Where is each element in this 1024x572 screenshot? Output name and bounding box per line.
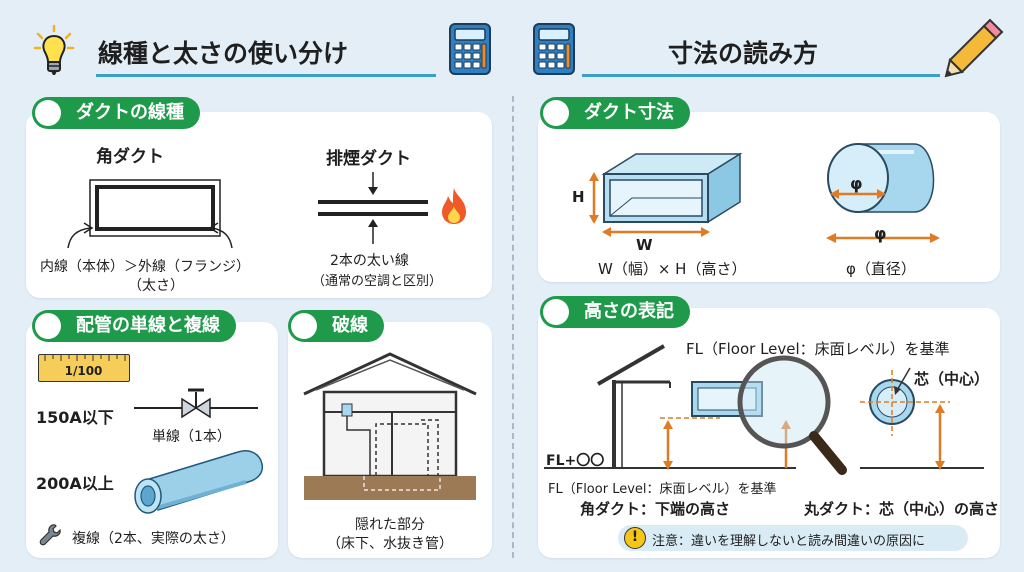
wrench-icon [39, 524, 61, 546]
left-title: 線種と太さの使い分け [98, 39, 349, 68]
phi-inner-label: φ [850, 174, 863, 193]
pipe-heading: 配管の単線と複線 [32, 310, 236, 342]
left-title-underline [96, 74, 436, 77]
round-duct-3d [826, 143, 940, 243]
rect-duct-caption: W（幅）× H（高さ） [598, 260, 747, 278]
exhaust-duct-caption: 2本の太い線 [330, 253, 409, 269]
exhaust-duct-caption-sub: （通常の空調と区別） [312, 274, 443, 289]
dashed-caption: 隠れた部分 [355, 517, 425, 533]
center-divider [512, 96, 514, 558]
fire-icon [442, 188, 466, 224]
height-drawing [544, 344, 984, 475]
fl-reference-bottom: FL（Floor Level：床面レベル）を基準 [548, 482, 777, 497]
scale-label: 1/100 [64, 364, 103, 378]
pipe-over-label: 200A以上 [36, 474, 114, 493]
duct-linetype-heading: ダクトの線種 [32, 97, 200, 129]
square-duct-caption-thickness: （太さ） [128, 278, 184, 294]
calculator-icon [449, 23, 491, 75]
w-dimension-label: W [636, 236, 653, 254]
center-label: 芯（中心） [914, 370, 990, 388]
exhaust-duct-drawing [318, 172, 428, 244]
pipe-under-label: 150A以下 [36, 408, 114, 427]
dashed-caption-sub: （床下、水抜き管） [327, 536, 453, 552]
single-line-pipe [134, 388, 258, 419]
lightbulb-icon [543, 299, 569, 325]
lightbulb-icon [543, 100, 569, 126]
ruler-ticks [44, 355, 126, 361]
dashed-line-heading: 破線 [288, 310, 384, 342]
double-line-caption: 複線（2本、実際の太さ） [72, 531, 235, 547]
lightbulb-icon [35, 313, 61, 339]
warning-text: 注意：違いを理解しないと読み間違いの原因に [652, 534, 926, 549]
height-notation-heading: 高さの表記 [540, 296, 690, 328]
lightbulb-icon [291, 313, 317, 339]
h-dimension-label: H [572, 188, 585, 206]
pencil-icon [944, 18, 1004, 78]
phi-outer-label: φ [874, 224, 887, 243]
fl-reference-top: FL（Floor Level：床面レベル）を基準 [686, 340, 950, 358]
rect-duct-3d [589, 152, 743, 237]
square-duct-drawing [67, 179, 233, 249]
duct-dimension-heading: ダクト寸法 [540, 97, 690, 129]
lightbulb-icon [35, 100, 61, 126]
double-line-pipe [134, 450, 264, 514]
exhaust-duct-label: 排煙ダクト [326, 149, 411, 169]
house-section-drawing [303, 352, 477, 500]
calculator-icon [533, 23, 575, 75]
single-line-caption: 単線（1本） [152, 429, 231, 445]
scale-ruler: 1/100 [38, 354, 130, 382]
square-duct-caption: 内線（本体）＞外線（フランジ） [40, 259, 250, 275]
right-title: 寸法の読み方 [668, 39, 819, 68]
square-duct-label: 角ダクト [96, 147, 164, 167]
round-duct-height: 丸ダクト：芯（中心）の高さ [804, 500, 1000, 518]
warning-icon: ! [624, 527, 646, 549]
warning-box: ! 注意：違いを理解しないと読み間違いの原因に [618, 525, 968, 551]
square-duct-height: 角ダクト：下端の高さ [580, 500, 731, 518]
round-duct-caption: φ（直径） [846, 260, 916, 278]
duct-linetype-card [26, 112, 492, 298]
right-title-underline [582, 74, 940, 77]
fl-mark: FL+〇〇 [546, 453, 605, 469]
lightbulb-icon [33, 24, 75, 75]
